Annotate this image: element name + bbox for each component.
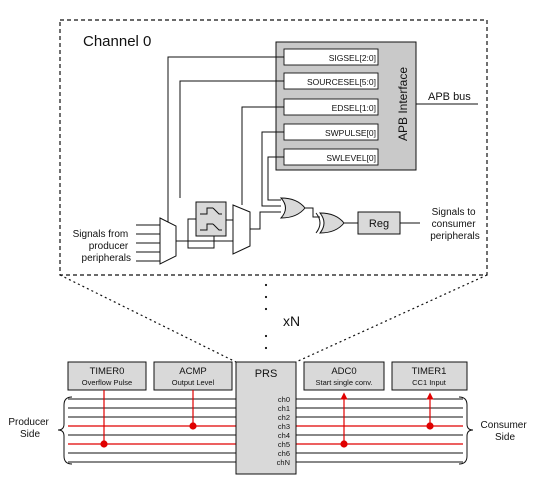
register-sourcesel-label: SOURCESEL[5:0] — [307, 77, 376, 87]
producer-timer0: TIMER0 Overflow Pulse — [67, 361, 147, 391]
or-to-xor-wire — [305, 207, 320, 218]
apb-bus-label: APB bus — [428, 91, 471, 103]
producer-acmp-name: ACMP — [179, 366, 206, 377]
channel-label-ch4: ch4 — [278, 431, 290, 440]
consumer-timer1-name: TIMER1 — [412, 366, 447, 377]
channel-label-ch0: ch0 — [278, 395, 290, 404]
xor-gate-back — [315, 212, 321, 234]
ellipsis-label: xN — [283, 313, 300, 329]
producer-connections — [100, 390, 197, 448]
register-sigsel-label: SIGSEL[2:0] — [329, 53, 376, 63]
producer-acmp: ACMP Output Level — [153, 361, 233, 391]
consumer-timer1-sub: CC1 Input — [412, 378, 447, 387]
register-swlevel-label: SWLEVEL[0] — [326, 153, 376, 163]
mux-to-gate-wire — [250, 211, 281, 230]
signal-path-wires — [176, 218, 233, 249]
acmp-ch3-junction — [189, 422, 197, 430]
or-gate — [279, 197, 306, 219]
channel-title: Channel 0 — [83, 33, 151, 50]
timer0-ch5-junction — [100, 440, 108, 448]
consumer-timer1: TIMER1 CC1 Input — [391, 361, 468, 391]
zoom-connector — [59, 274, 488, 363]
vertical-ellipsis — [264, 283, 268, 350]
producer-input-lines — [136, 224, 160, 262]
producer-side-bracket — [57, 396, 73, 465]
consumer-adc0: ADC0 Start single conv. — [303, 361, 385, 391]
channel-label-ch3: ch3 — [278, 422, 290, 431]
consumer-side-label: Consumer Side — [481, 420, 530, 443]
edge-waveform-icon — [200, 207, 222, 231]
producer-signals-label: Signals from producer peripherals — [73, 229, 131, 264]
register-edsel-label: EDSEL[1:0] — [332, 103, 376, 113]
channel-labels: ch0 ch1 ch2 ch3 ch4 ch5 ch6 chN — [277, 395, 290, 467]
adc0-ch5-junction — [340, 440, 348, 448]
producer-timer0-name: TIMER0 — [90, 366, 125, 377]
consumer-adc0-name: ADC0 — [331, 366, 356, 377]
input-mux — [159, 217, 177, 265]
prs-block — [235, 361, 297, 475]
consumer-side-bracket — [458, 396, 474, 465]
timer1-ch3-junction — [426, 422, 434, 430]
producer-side-label: Producer Side — [8, 417, 51, 440]
reg-label: Reg — [369, 218, 389, 230]
channel-label-ch1: ch1 — [278, 404, 290, 413]
channel-box — [59, 19, 488, 276]
channel-label-ch6: ch6 — [278, 449, 290, 458]
edge-detector-block — [195, 201, 227, 237]
producer-timer0-sub: Overflow Pulse — [82, 378, 132, 387]
apb-interface-label: APB Interface — [396, 67, 410, 141]
control-wires — [167, 56, 284, 222]
channel-label-ch2: ch2 — [278, 413, 290, 422]
channel-label-chN: chN — [277, 458, 290, 467]
edge-select-mux — [232, 204, 251, 255]
channel-label-ch5: ch5 — [278, 440, 290, 449]
consumer-signals-label: Signals to consumer peripherals — [430, 207, 479, 242]
producer-acmp-sub: Output Level — [172, 378, 215, 387]
consumer-adc0-sub: Start single conv. — [316, 378, 373, 387]
prs-label: PRS — [255, 368, 278, 380]
register-swpulse-label: SWPULSE[0] — [325, 128, 376, 138]
consumer-connections — [340, 392, 434, 448]
xor-gate — [318, 212, 345, 234]
